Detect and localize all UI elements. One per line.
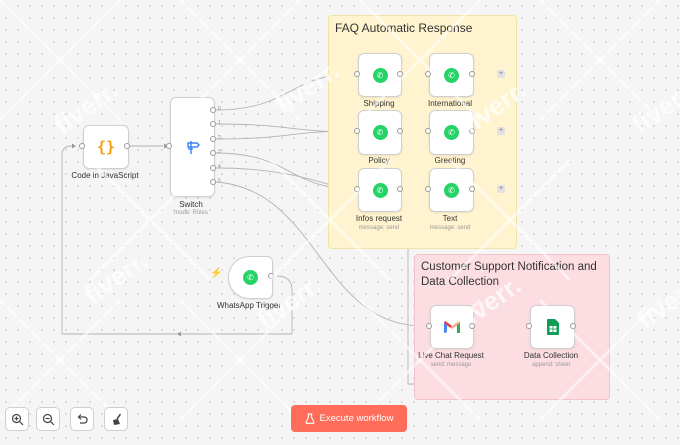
zoom-in-button[interactable] [5,407,29,431]
add-node-button[interactable]: + [497,127,505,135]
node-output-port[interactable] [397,186,403,192]
whatsapp-icon: ✆ [372,182,388,198]
infos-request-subtitle: message: send [358,225,400,231]
code-input-port[interactable] [79,143,85,149]
shipping-label: Shipping [363,99,395,108]
switch-output-number: 3 [218,149,221,155]
google-sheets-icon [546,319,559,335]
trigger-output-port[interactable] [268,273,274,279]
live-chat-request-label: Live Chat Request [418,351,484,360]
add-node-button[interactable]: + [497,70,505,78]
node-input-port[interactable] [354,128,360,134]
switch-output-port[interactable] [210,179,216,185]
tidy-up-button[interactable] [104,407,128,431]
switch-node-subtitle: mode: Rules [174,210,208,216]
sticky-title-support: Customer Support Notification and Data C… [421,261,597,288]
sticky-title-faq: FAQ Automatic Response [335,21,473,35]
zoom-in-icon [11,413,23,425]
whatsapp-icon: ✆ [243,270,258,285]
switch-node-label: Switch [179,200,203,209]
whatsapp-icon: ✆ [372,67,388,83]
switch-output-number: 0 [218,106,221,112]
execute-workflow-label: Execute workflow [319,413,394,424]
code-output-port[interactable] [124,143,130,149]
data-collection-label: Data Collection [523,351,579,360]
node-input-port[interactable] [426,323,432,329]
node-output-port[interactable] [469,186,475,192]
add-node-button[interactable]: + [497,185,505,193]
greeting-node[interactable]: ✆ [429,110,474,155]
switch-node[interactable] [170,97,215,197]
switch-output-number: 4 [218,164,221,170]
node-input-port[interactable] [425,186,431,192]
node-output-port[interactable] [469,128,475,134]
node-input-port[interactable] [425,128,431,134]
gmail-icon [444,321,460,333]
undo-button[interactable] [70,407,94,431]
code-braces-icon: {} [96,138,116,156]
whatsapp-trigger-node[interactable]: ✆ [228,256,273,299]
code-node-label: Code in JavaScript [71,171,139,180]
data-collection-subtitle: append: sheet [531,362,571,368]
whatsapp-icon: ✆ [444,67,459,83]
flask-icon [304,413,315,424]
switch-output-port[interactable] [210,121,216,127]
text-label: Text [442,214,458,223]
node-output-port[interactable] [397,128,403,134]
switch-output-number: 1 [218,120,221,126]
data-collection-node[interactable] [530,305,575,349]
node-input-port[interactable] [526,323,532,329]
switch-output-port[interactable] [210,165,216,171]
node-input-port[interactable] [354,71,360,77]
node-output-port[interactable] [570,323,576,329]
whatsapp-icon: ✆ [372,125,388,140]
policy-label: Policy [368,156,390,165]
live-chat-request-subtitle: send: message [430,362,472,368]
code-node[interactable]: {} [83,125,129,169]
switch-output-port[interactable] [210,107,216,113]
policy-node[interactable]: ✆ [358,110,402,155]
execute-workflow-button[interactable]: Execute workflow [291,405,407,432]
zoom-out-button[interactable] [36,407,60,431]
switch-input-port[interactable] [166,143,172,149]
switch-output-number: 2 [218,135,221,141]
switch-signpost-icon [186,141,200,154]
whatsapp-icon: ✆ [444,125,459,140]
text-node[interactable]: ✆ [429,168,474,212]
switch-output-port[interactable] [210,150,216,156]
undo-icon [77,414,88,424]
international-node[interactable]: ✆ [429,53,474,97]
infos-request-label: Infos request [355,214,403,223]
trigger-lightning-icon: ⚡ [210,268,223,279]
node-output-port[interactable] [469,323,475,329]
international-label: International [427,99,473,108]
switch-output-port[interactable] [210,136,216,142]
whatsapp-icon: ✆ [444,182,459,198]
text-subtitle: message: send [429,225,471,231]
infos-request-node[interactable]: ✆ [358,168,402,212]
zoom-out-icon [42,413,54,425]
live-chat-request-node[interactable] [430,305,474,349]
shipping-node[interactable]: ✆ [358,53,402,97]
switch-output-number: 5 [218,178,221,184]
node-output-port[interactable] [469,71,475,77]
whatsapp-trigger-label: WhatsApp Trigger [216,301,282,310]
node-input-port[interactable] [425,71,431,77]
node-output-port[interactable] [397,71,403,77]
node-input-port[interactable] [354,186,360,192]
broom-icon [112,413,121,425]
greeting-label: Greeting [434,156,466,165]
